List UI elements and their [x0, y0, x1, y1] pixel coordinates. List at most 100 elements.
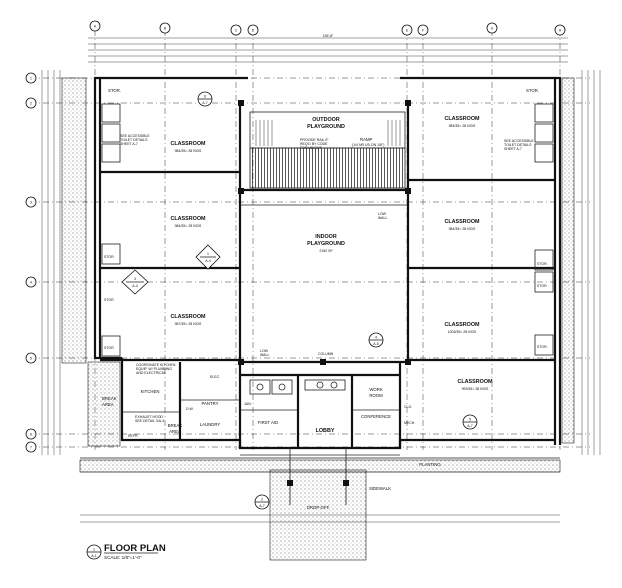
- grid-bubble-g: [486, 22, 498, 34]
- label-low-wall-s: LOW: [260, 349, 269, 353]
- label-coord-kitchen-2: EQUIP. W/ PLUMBING: [136, 367, 172, 371]
- label-planting: PLANTING: [419, 462, 441, 467]
- label-stor-e2: STOR.: [537, 284, 548, 288]
- label-sidewalk: SIDEWALK: [369, 486, 391, 491]
- label-toilet-note-w: SEE ACCESSIBLE: [120, 134, 150, 138]
- section-marker-3: 3 A-4: [121, 269, 149, 295]
- section-marker-4: 4 A-5: [368, 332, 384, 348]
- svg-text:4: 4: [375, 336, 377, 340]
- label-column: COLUMN: [318, 352, 334, 356]
- label-conference: CONFERENCE: [361, 414, 391, 419]
- grid-label-d: D: [252, 29, 255, 33]
- label-classroom-w3-area: 987/35= 28 KIDS: [175, 322, 202, 326]
- grid-label-a: A: [94, 25, 97, 29]
- label-classroom-w3: CLASSROOM: [170, 314, 206, 320]
- title-text: FLOOR PLAN: [104, 543, 166, 554]
- label-lobby: LOBBY: [316, 428, 335, 434]
- label-work-room: WORK: [369, 387, 383, 392]
- grid-bubble-2: [25, 97, 37, 109]
- label-classroom-e4: CLASSROOM: [457, 379, 493, 385]
- exterior-walls: [93, 76, 562, 450]
- label-mech: MECH.: [404, 421, 415, 425]
- label-exhaust-2: SEE DETAIL 3/A-4: [135, 419, 164, 423]
- label-clo: CLO.: [404, 405, 412, 409]
- grid-label-5: 5: [30, 357, 32, 361]
- label-dw: D.W.: [186, 407, 194, 411]
- label-first-aid: FIRST AID: [258, 420, 278, 425]
- svg-text:5: 5: [469, 418, 471, 422]
- svg-text:A-4: A-4: [132, 284, 138, 288]
- label-classroom-e3: CLASSROOM: [444, 322, 480, 328]
- grid-label-7: 7: [30, 446, 32, 450]
- label-outdoor: OUTDOOR: [312, 117, 340, 123]
- label-toilet-note-e: SEE ACCESSIBLE: [504, 139, 534, 143]
- label-ramp: RAMP: [360, 137, 373, 142]
- label-coord-kitchen-3: AND ELECTRICAL: [136, 371, 166, 375]
- label-laundry: LAUNDRY: [200, 422, 221, 427]
- label-break-w-2: AREA: [102, 402, 114, 407]
- section-marker-1: 1 A-4: [195, 244, 221, 270]
- title-scale: SCALE: 1/8"=1'-0": [104, 555, 142, 560]
- grid-bubble-a: [89, 20, 101, 32]
- grid-bubble-6: [25, 428, 37, 440]
- label-classroom-e4-area: 993/35= 28 KIDS: [462, 387, 489, 391]
- label-ramp-note: (1/4 NR US.ON 1/8"): [352, 143, 384, 147]
- grid-label-c: C: [235, 29, 238, 33]
- label-stor-ne: STOR.: [526, 88, 539, 93]
- label-low-wall-s-2: WALL: [260, 353, 269, 357]
- label-indoor-area: 2150 SF: [319, 249, 332, 253]
- columns: [238, 100, 411, 365]
- svg-text:6: 6: [204, 95, 206, 99]
- room-labels: STOR. STOR. CLASSROOM 984/35= 28 KIDS CL…: [102, 88, 548, 510]
- label-stor-w3: STOR.: [104, 346, 115, 350]
- grid-label-1: 1: [30, 77, 32, 81]
- grid-label-h: H: [559, 29, 562, 33]
- svg-text:A-7: A-7: [259, 504, 265, 508]
- label-classroom-w2: CLASSROOM: [170, 216, 206, 222]
- entry-canopy: [80, 448, 560, 505]
- label-outdoor-2: PLAYGROUND: [307, 124, 345, 130]
- label-toilet-note-w-2: TOILET DETAILS: [120, 138, 148, 142]
- toilet-fixtures: [101, 103, 554, 357]
- title-sheet: A-1: [91, 554, 97, 558]
- grid-label-f: F: [422, 29, 424, 33]
- outdoor-steps: [255, 120, 401, 146]
- label-low-wall-2: WALL: [378, 216, 387, 220]
- west-planting-strip: [61, 77, 87, 364]
- label-elec: ELEC.: [210, 375, 220, 379]
- label-work-room-2: ROOM: [369, 393, 383, 398]
- section-marker-5: 5 A-7: [462, 414, 478, 430]
- label-indoor: INDOOR: [315, 234, 337, 240]
- label-break-area: BREAK: [168, 423, 183, 428]
- grid-label-e: E: [406, 29, 409, 33]
- label-jan: JAN.: [244, 402, 252, 406]
- grid-bubble-4: [25, 276, 37, 288]
- grid-label-b: B: [164, 27, 167, 31]
- label-classroom-e2: CLASSROOM: [444, 219, 480, 225]
- svg-text:A-7: A-7: [202, 101, 208, 105]
- section-marker-2: 2 A-7: [254, 494, 270, 510]
- label-pantry: PANTRY: [201, 401, 218, 406]
- grid-bubble-3: [25, 196, 37, 208]
- grid-bubble-c: [230, 24, 242, 36]
- svg-text:3: 3: [134, 277, 136, 281]
- grid-bubble-h: [554, 24, 566, 36]
- grid-bubble-7: [25, 441, 37, 453]
- label-provide-rail: PROVIDE RAIL IF: [300, 138, 328, 142]
- label-classroom-ne: CLASSROOM: [444, 116, 480, 122]
- outdoor-canopy-hatch: [249, 147, 406, 189]
- label-stor-e1: STOR.: [537, 262, 548, 266]
- label-toilet-note-e-3: SHEET A-7: [504, 147, 522, 151]
- section-marker-6: 6 A-7: [197, 91, 213, 107]
- label-kitchen: KITCHEN: [141, 389, 160, 394]
- svg-text:1: 1: [207, 252, 209, 256]
- label-classroom-ne-area: 984/35= 28 KIDS: [449, 124, 476, 128]
- label-stor-w1: STOR.: [104, 255, 115, 259]
- label-refr: REFR.: [128, 434, 139, 438]
- label-provide-rail-3: FOR HEIGHT: [300, 146, 322, 150]
- grid-bubble-1: [25, 72, 37, 84]
- label-toilet-note-e-2: TOILET DETAILS: [504, 143, 532, 147]
- label-classroom-e2-area: 984/35= 28 KIDS: [449, 227, 476, 231]
- label-drop-off: DROP-OFF: [307, 505, 330, 510]
